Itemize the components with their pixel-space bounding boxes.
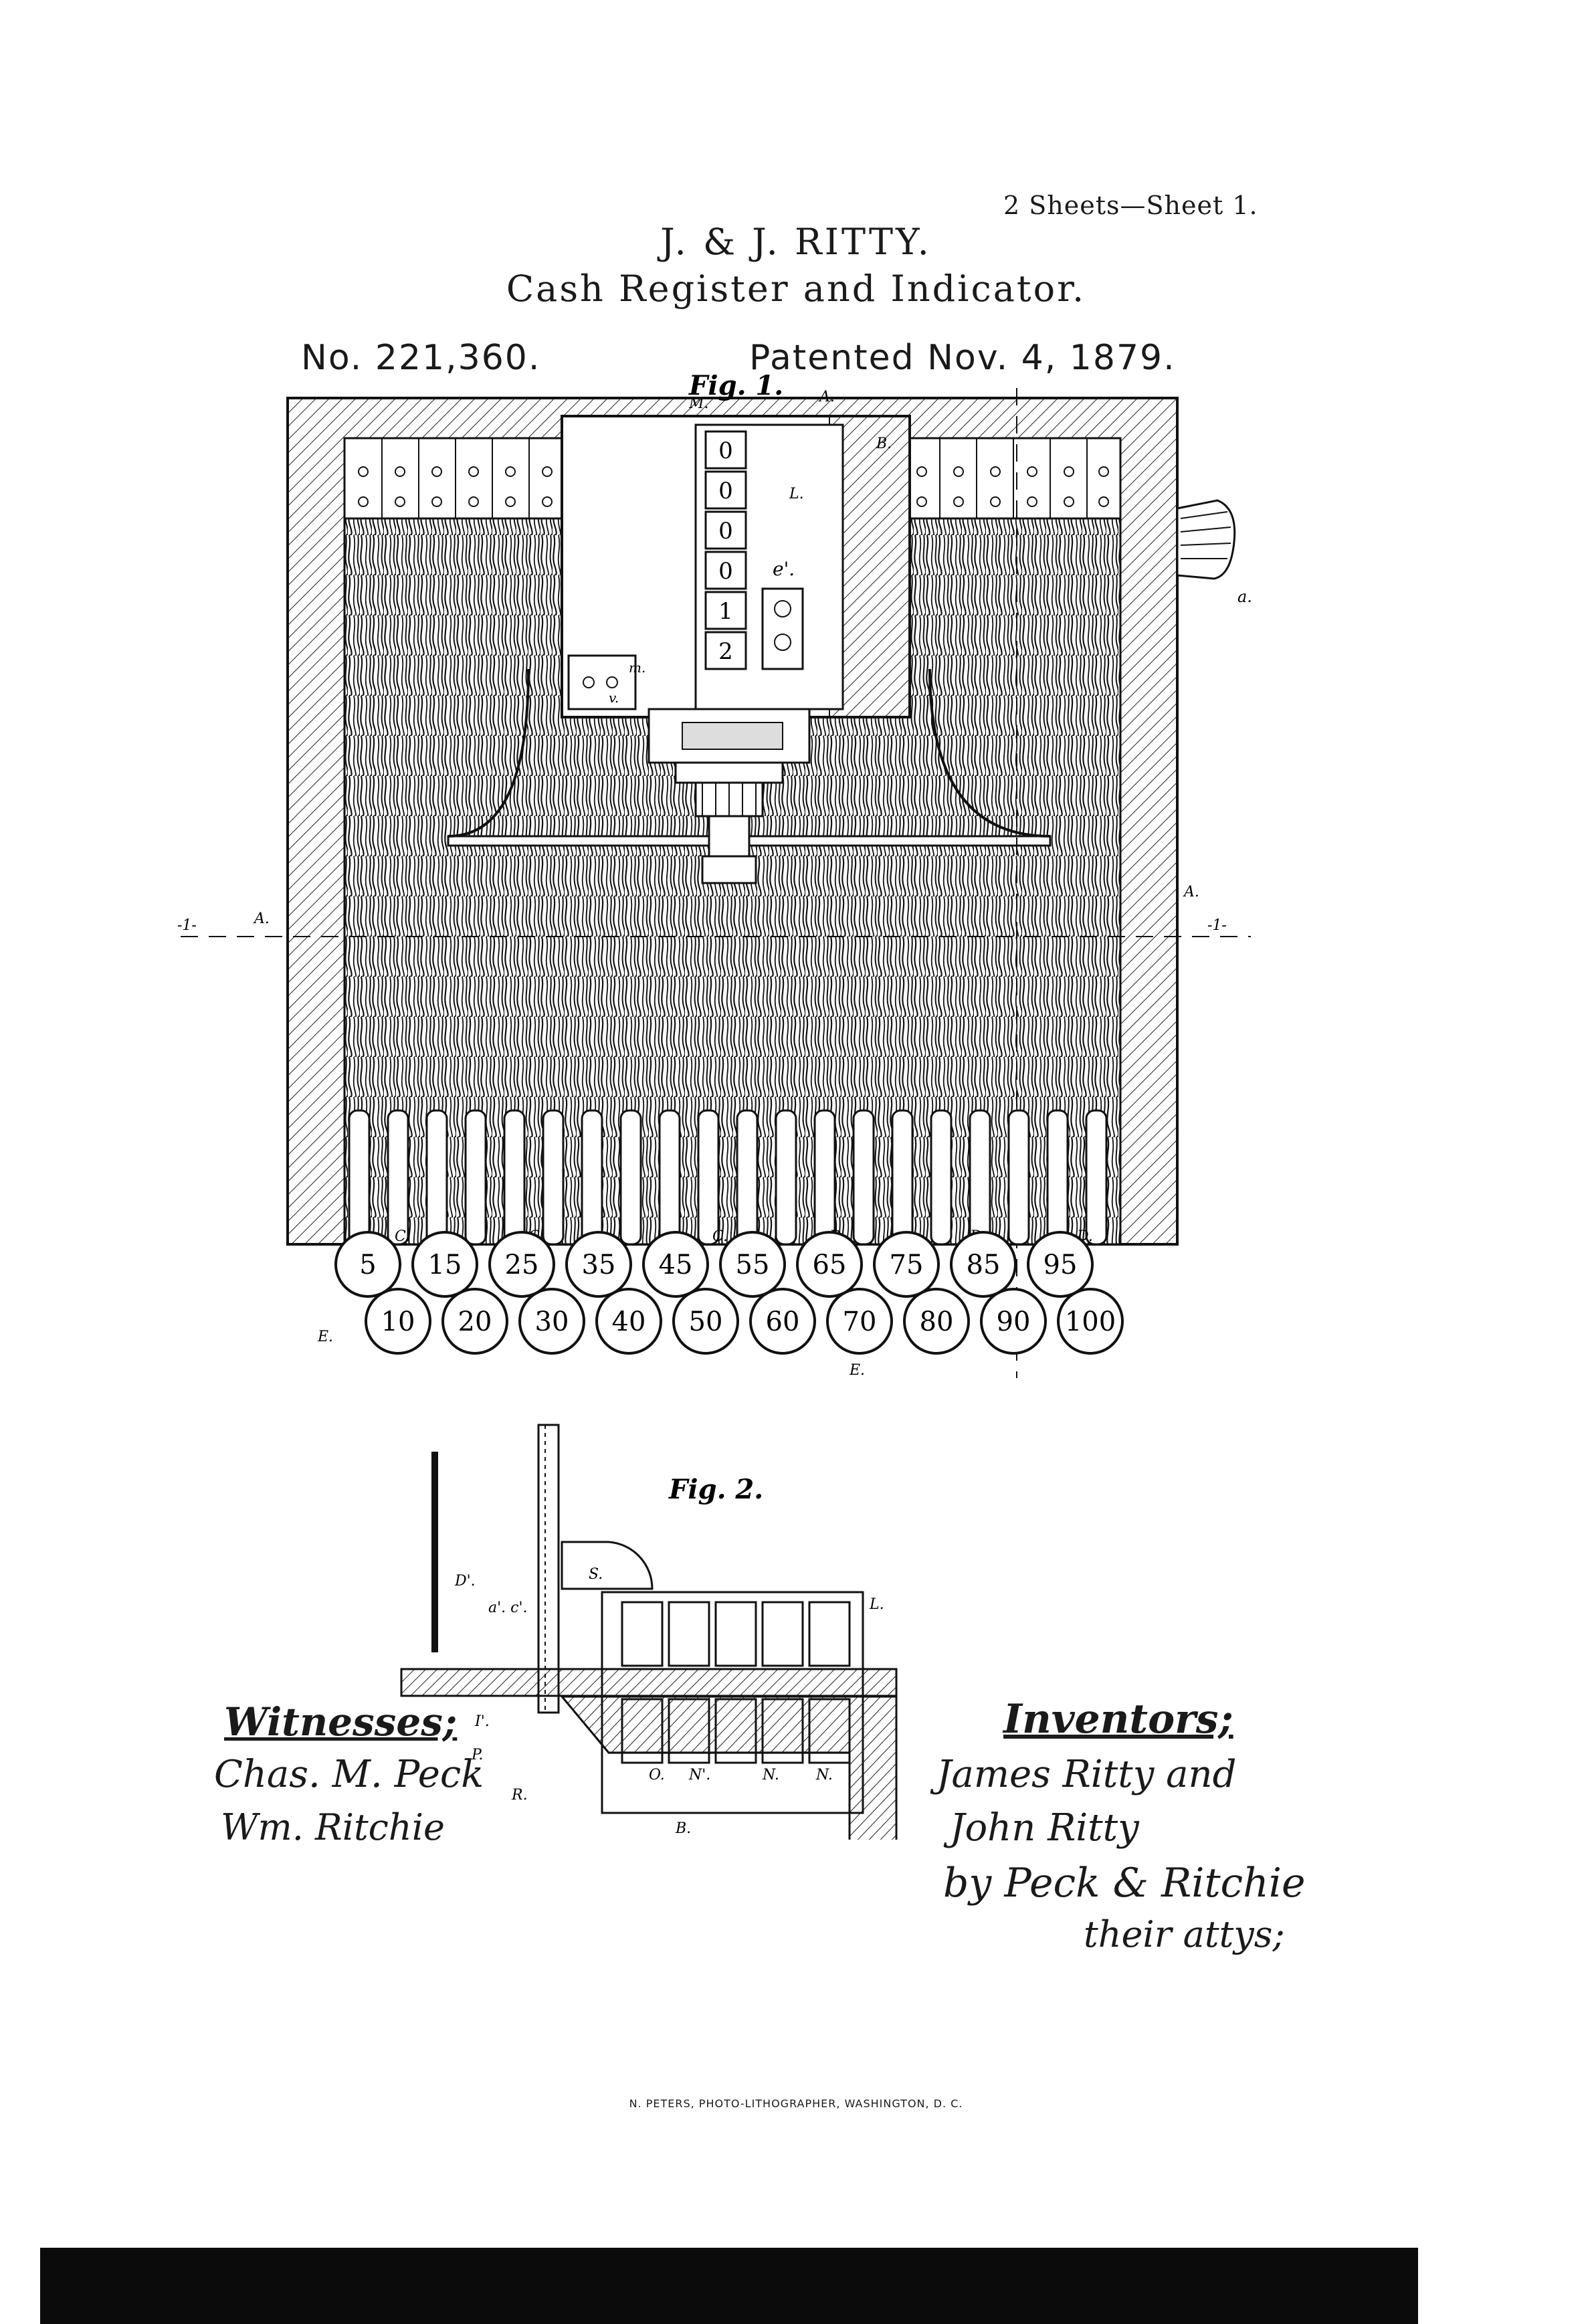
svg-text:A.: A.	[1183, 884, 1199, 900]
key-label: 20	[458, 1306, 492, 1337]
counter-digit: 0	[718, 558, 733, 585]
key-label: 90	[997, 1306, 1031, 1337]
attorneys-signature: by Peck & Ritchie	[943, 1860, 1306, 1907]
side-crank-handle: a.	[1176, 499, 1252, 606]
svg-text:E.: E.	[849, 1362, 865, 1379]
key-label: 60	[766, 1306, 800, 1337]
svg-text:m.: m.	[629, 660, 645, 676]
svg-text:O.: O.	[649, 1767, 665, 1783]
svg-text:L.: L.	[789, 486, 804, 502]
key-buttons-top-row: 5 15 25 35 45 55 65 75 85 95	[334, 1231, 1094, 1298]
figure-2-drawing: Fig. 2. D'. a'. c'. S. L. I'. P. R. O. N…	[400, 1424, 898, 1840]
key-label: 5	[359, 1250, 376, 1280]
key-label: 35	[582, 1250, 616, 1280]
patent-title: Cash Register and Indicator.	[506, 268, 1086, 310]
key-label: 70	[843, 1306, 877, 1337]
patent-number: No. 221,360.	[301, 338, 541, 378]
key-label: 15	[428, 1250, 462, 1280]
witnesses-heading: Witnesses;	[224, 1699, 458, 1745]
gear-train: m. v.	[447, 660, 1052, 884]
svg-text:M.: M.	[688, 395, 709, 412]
svg-text:L.: L.	[869, 1596, 884, 1613]
key-label: 75	[890, 1250, 924, 1280]
svg-text:v.: v.	[609, 690, 619, 706]
key-levers: C. C. C. D. D. D.	[348, 1109, 1108, 1246]
svg-text:E.: E.	[317, 1329, 333, 1345]
svg-text:-1-: -1-	[1207, 917, 1227, 934]
svg-text:S.: S.	[589, 1566, 603, 1583]
key-plates-top-left	[343, 437, 567, 520]
figure-1-drawing: a.	[177, 375, 1252, 1379]
inventor-signature: John Ritty	[950, 1806, 1139, 1850]
svg-text:B.: B.	[675, 1820, 691, 1837]
svg-text:e'.: e'.	[773, 558, 795, 580]
key-label: 25	[505, 1250, 539, 1280]
figure-2-label: Fig. 2.	[668, 1474, 763, 1505]
counter-digit: 0	[718, 518, 733, 545]
key-label: 10	[381, 1306, 415, 1337]
key-label: 95	[1043, 1250, 1078, 1280]
figure-1-label: Fig. 1.	[688, 375, 783, 401]
key-label: 80	[920, 1306, 954, 1337]
scan-edge-band	[40, 2248, 1418, 2324]
svg-text:N.: N.	[815, 1767, 833, 1783]
svg-text:A.: A.	[253, 910, 270, 927]
inventor-signature: James Ritty and	[936, 1753, 1237, 1796]
svg-text:C.: C.	[395, 1228, 410, 1245]
counter-digit: 1	[718, 598, 733, 625]
svg-text:D'.: D'.	[454, 1573, 476, 1589]
svg-text:B.: B.	[876, 435, 892, 452]
svg-text:a'. c'.: a'. c'.	[488, 1600, 528, 1616]
counter-digit: 2	[718, 638, 733, 665]
svg-text:C.: C.	[712, 1228, 728, 1245]
key-label: 85	[967, 1250, 1001, 1280]
counter-digit: 0	[718, 438, 733, 464]
counter-digit-wheels: 0 0 0 0 1 2	[704, 430, 747, 670]
svg-text:N'.: N'.	[688, 1767, 710, 1783]
sheet-info: 2 Sheets—Sheet 1.	[1003, 191, 1258, 220]
svg-text:a.: a.	[1237, 587, 1252, 606]
svg-text:R.: R.	[511, 1787, 528, 1804]
witness-signature: Chas. M. Peck	[214, 1753, 484, 1796]
key-label: 45	[659, 1250, 693, 1280]
patent-inventors: J. & J. RITTY.	[660, 221, 932, 263]
svg-text:I'.: I'.	[474, 1713, 490, 1730]
witness-signature: Wm. Ritchie	[221, 1806, 445, 1848]
key-label: 30	[535, 1306, 569, 1337]
svg-text:A.: A.	[818, 389, 835, 405]
attorneys-note: their attys;	[1084, 1913, 1285, 1955]
key-plates-top-right	[902, 437, 1122, 520]
key-label: 50	[689, 1306, 723, 1337]
key-label: 100	[1065, 1306, 1116, 1337]
key-label: 65	[813, 1250, 847, 1280]
svg-text:N.: N.	[762, 1767, 779, 1783]
inventors-heading: Inventors;	[1003, 1696, 1233, 1743]
key-label: 40	[612, 1306, 646, 1337]
svg-text:P.: P.	[471, 1747, 483, 1763]
svg-text:-1-: -1-	[177, 917, 197, 934]
patent-date: Patented Nov. 4, 1879.	[749, 338, 1176, 378]
key-buttons-bottom-row: 10 20 30 40 50 60 70 80 90 100 E. E.	[317, 1288, 1124, 1379]
key-label: 55	[736, 1250, 770, 1280]
counter-digit: 0	[718, 478, 733, 504]
lithographer-credit: N. PETERS, PHOTO-LITHOGRAPHER, WASHINGTO…	[629, 2097, 963, 2110]
